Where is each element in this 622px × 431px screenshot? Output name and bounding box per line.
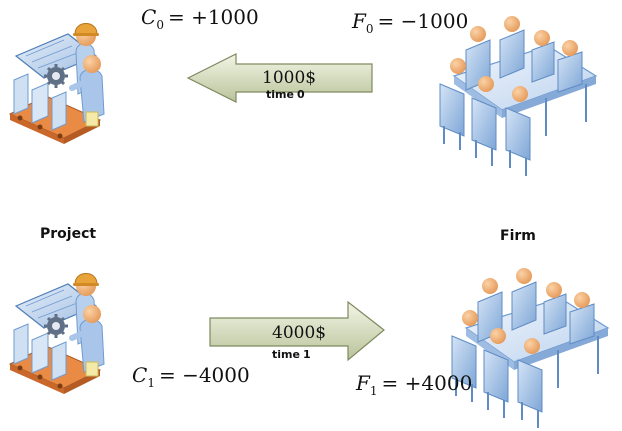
cash-flow-arrow-time-0 <box>186 53 373 103</box>
project-illustration-bottom <box>10 274 104 395</box>
project-illustration-top <box>10 24 104 145</box>
project-formula-bottom: C1= −4000 <box>132 363 250 390</box>
firm-label: Firm <box>500 228 536 244</box>
project-label: Project <box>40 226 96 242</box>
firm-formula-top: F0= −1000 <box>351 9 468 36</box>
cash-flow-arrow-time-1 <box>209 300 385 362</box>
firm-formula-bottom: F1= +4000 <box>355 371 472 398</box>
project-formula-top: C0= +1000 <box>141 5 259 32</box>
firm-illustration-bottom <box>451 267 609 429</box>
arrow-amount-top: 1000$ <box>262 68 316 88</box>
firm-illustration-top <box>439 15 597 177</box>
arrow-amount-bottom: 4000$ <box>272 323 326 343</box>
